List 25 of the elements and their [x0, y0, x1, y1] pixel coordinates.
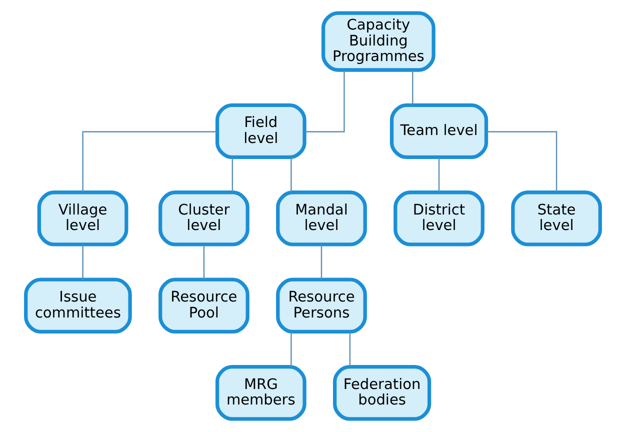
connector [290, 332, 292, 367]
node-box: Village level [37, 190, 128, 246]
node-box: Team level [390, 103, 488, 160]
connector [82, 244, 84, 280]
node-box: Mandal level [276, 190, 367, 246]
connector [412, 70, 414, 105]
connector [203, 244, 205, 280]
connector [486, 131, 558, 192]
node-box: State level [511, 190, 602, 246]
node-box: Field level [215, 103, 306, 160]
node-box: Resource Persons [276, 278, 367, 334]
node-box: Resource Pool [158, 278, 250, 334]
node-box: Federation bodies [333, 365, 432, 421]
connector [320, 244, 322, 280]
connector [82, 131, 217, 192]
connector [349, 332, 351, 367]
connector [438, 157, 440, 192]
node-box: Capacity Building Programmes [321, 11, 436, 72]
node-box: MRG members [215, 365, 306, 421]
node-box: Cluster level [158, 190, 250, 246]
connector [290, 157, 292, 192]
connector [232, 157, 234, 192]
node-box: Issue committees [24, 278, 132, 334]
connector [305, 70, 345, 132]
node-box: District level [394, 190, 484, 246]
